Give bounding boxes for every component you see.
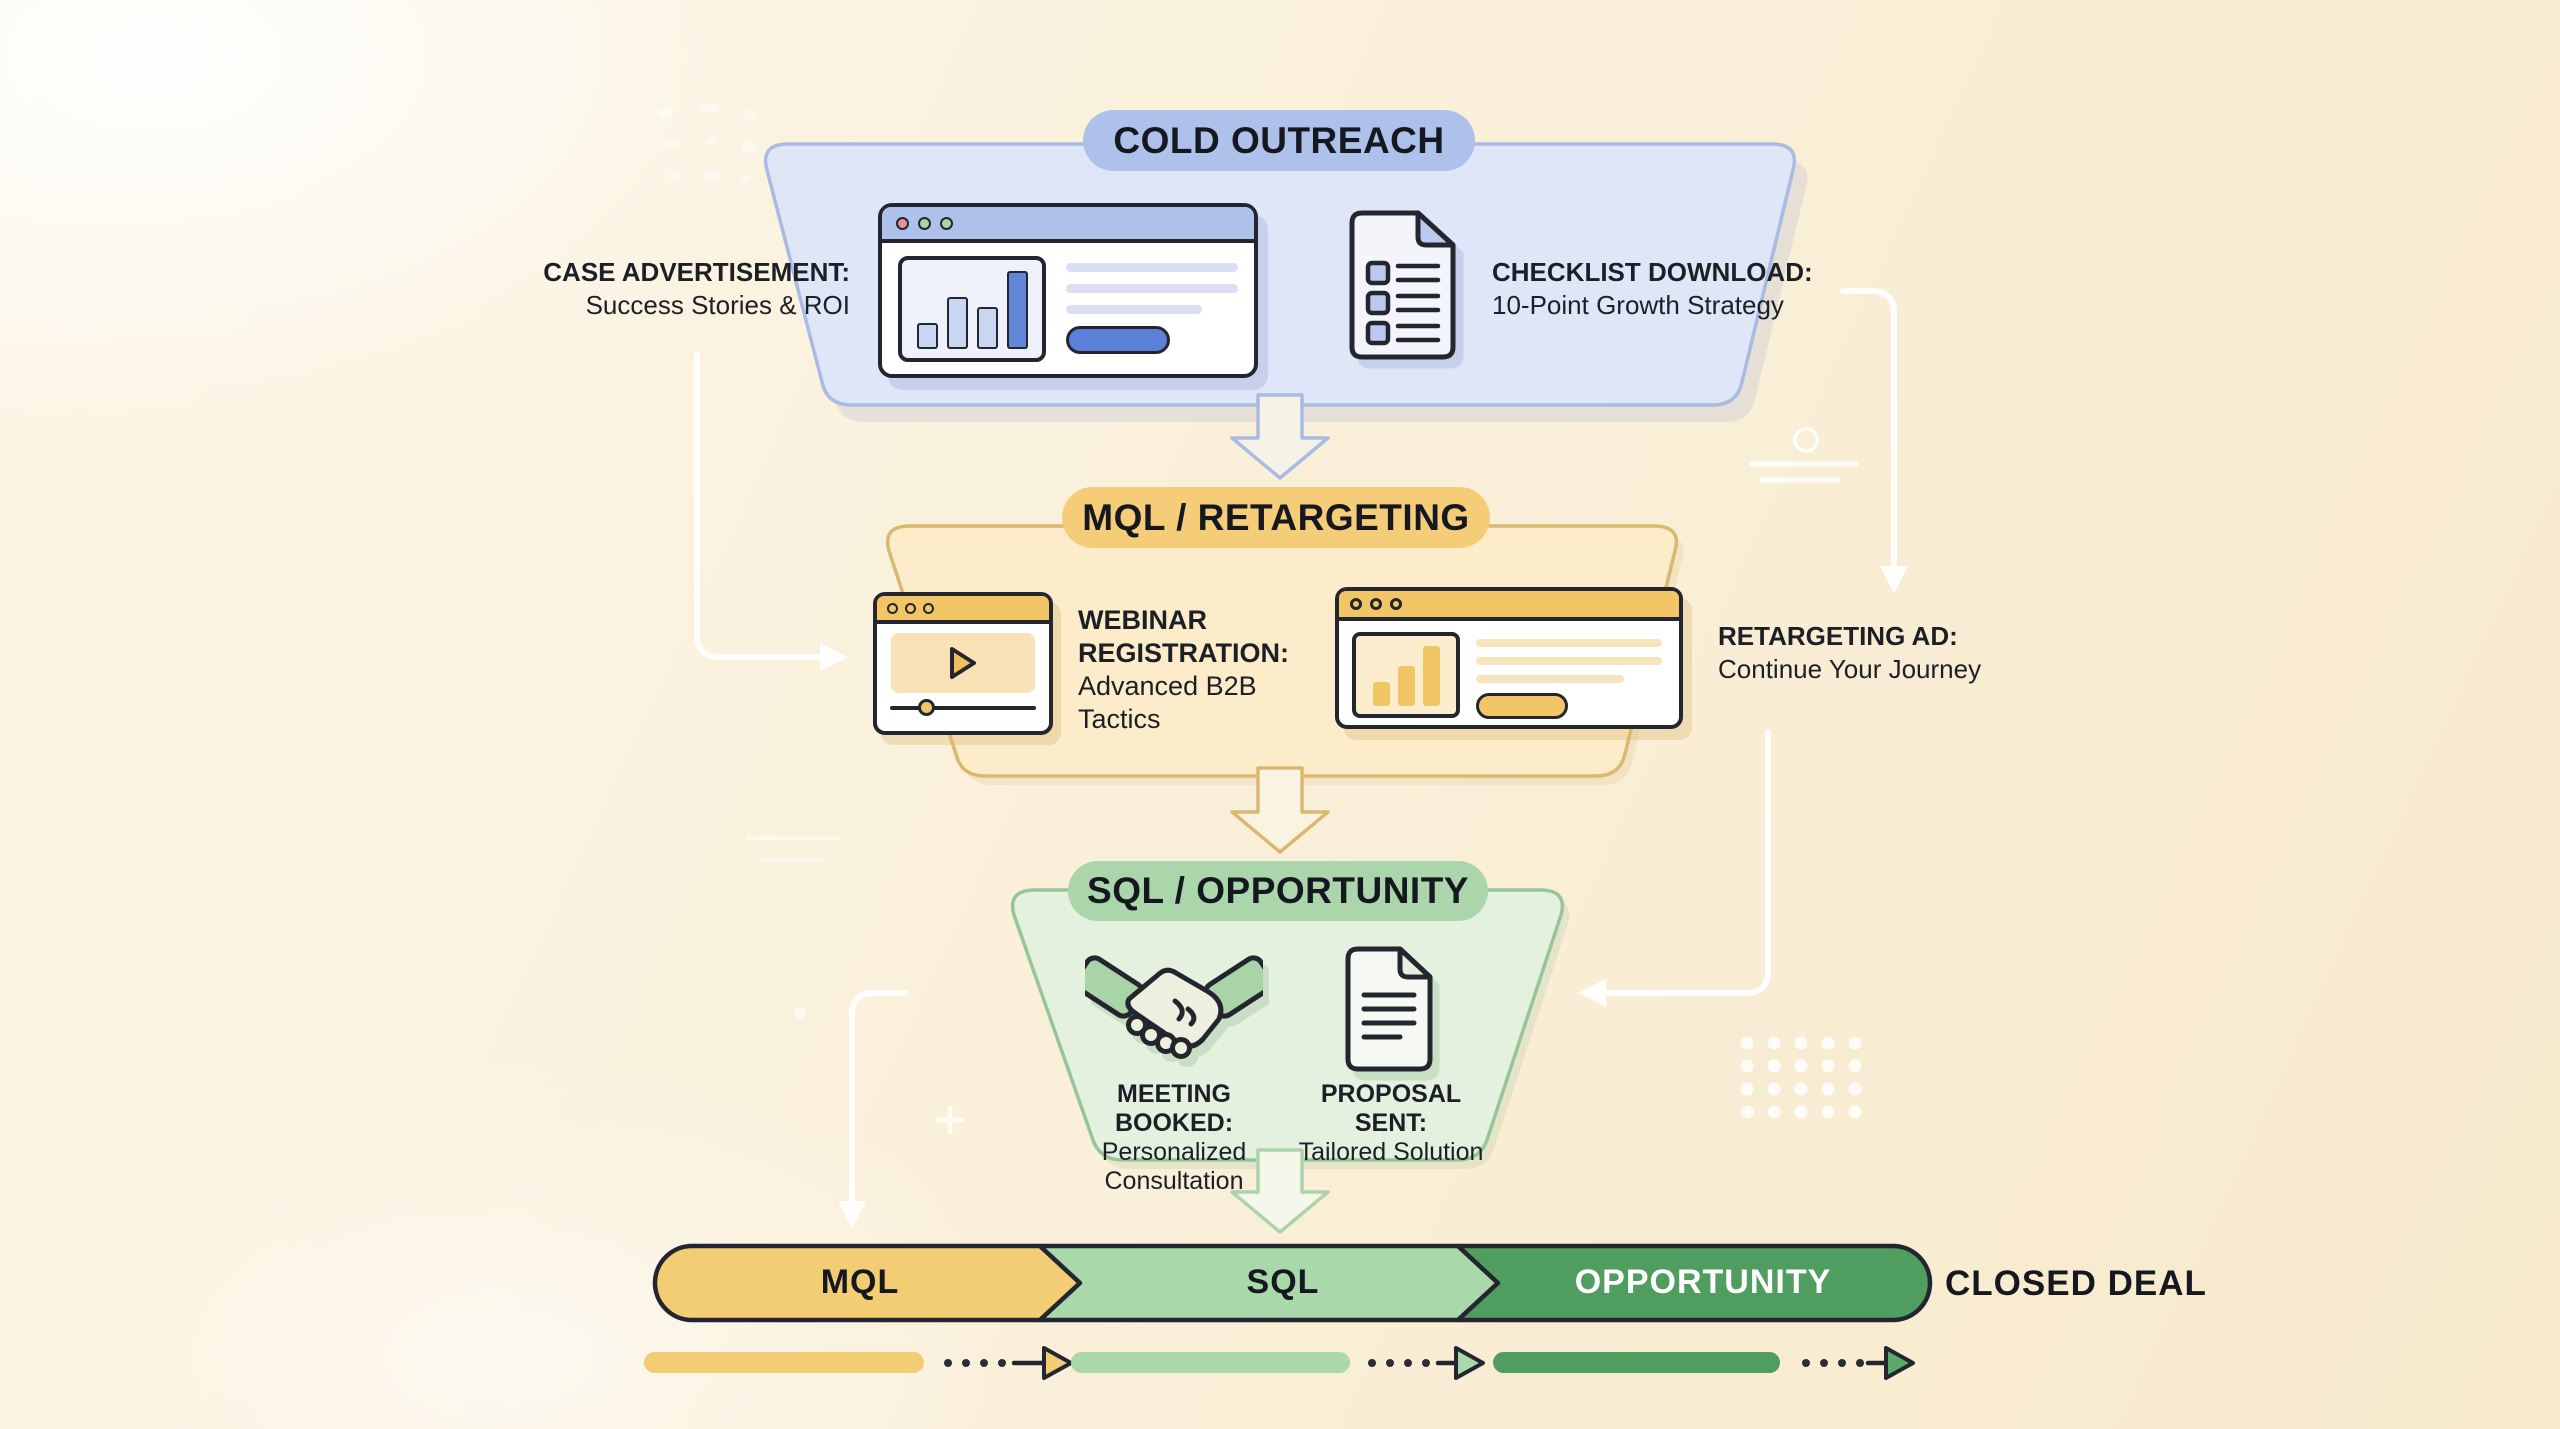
proposal-document-icon <box>1345 946 1433 1072</box>
bar-chart-icon <box>898 256 1046 362</box>
ad-browser-mockup-icon <box>878 203 1258 378</box>
browser-content <box>882 243 1254 362</box>
progress-bar-mql <box>644 1352 924 1373</box>
stage-mql-title: MQL / RETARGETING <box>1062 487 1490 548</box>
pipeline-label-closed-deal: CLOSED DEAL <box>1945 1264 2207 1303</box>
decor-circle-icon <box>1793 427 1819 453</box>
meeting-booked-label: MEETING BOOKED: Personalized Consultatio… <box>1056 1080 1292 1196</box>
window-dot-green-icon <box>940 216 953 230</box>
flow-arrow-sql-to-pipeline <box>1230 1148 1330 1234</box>
browser-content <box>1339 621 1679 719</box>
connector-arrowhead-down <box>838 1201 866 1229</box>
pipeline-label-mql: MQL <box>820 1263 900 1301</box>
connector-arrowhead-right <box>820 643 848 671</box>
decor-dot <box>794 1007 806 1019</box>
connector-arrowhead-down <box>1880 566 1908 594</box>
proposal-sent-label: PROPOSAL SENT: Tailored Solution <box>1286 1080 1496 1167</box>
proposal-sent-title: PROPOSAL SENT: <box>1320 1080 1462 1137</box>
retargeting-ad-title: RETARGETING AD: <box>1718 621 1958 651</box>
proposal-sent-subtitle: Tailored Solution <box>1298 1138 1484 1166</box>
case-advertisement-subtitle: Success Stories & ROI <box>585 290 850 320</box>
player-titlebar <box>877 596 1049 624</box>
progress-bar-sql <box>1071 1352 1350 1373</box>
window-dot-outline-icon <box>887 602 898 614</box>
webinar-registration-label: WEBINAR REGISTRATION: Advanced B2B Tacti… <box>1078 604 1306 736</box>
stage-sql-title: SQL / OPPORTUNITY <box>1068 861 1488 921</box>
progress-arrow-opportunity <box>1884 1346 1915 1380</box>
window-dot-red-icon <box>896 216 909 230</box>
video-progress-bar <box>890 699 1036 716</box>
progress-arrow-sql <box>1454 1346 1485 1380</box>
stage-sql-funnel-shape <box>1010 888 1565 1162</box>
browser-titlebar <box>1339 591 1679 621</box>
pipeline-progress-row <box>644 1346 1915 1380</box>
decor-noise-top-left <box>658 104 758 182</box>
ad-copy-lines <box>1066 256 1238 362</box>
stage-cold-title: COLD OUTREACH <box>1083 110 1475 171</box>
webinar-registration-subtitle: Advanced B2B Tactics <box>1078 671 1257 734</box>
progress-bar-opportunity <box>1493 1352 1780 1373</box>
window-dot-outline-icon <box>1350 598 1362 610</box>
decor-dot-grid <box>1740 1036 1862 1119</box>
meeting-booked-title: MEETING BOOKED: <box>1114 1080 1234 1137</box>
checklist-document-icon <box>1349 210 1456 360</box>
decor-plus-icon <box>935 1105 965 1135</box>
window-dot-outline-icon <box>1390 598 1402 610</box>
video-progress-knob <box>918 699 935 716</box>
video-area <box>891 633 1035 693</box>
meeting-booked-subtitle: Personalized Consultation <box>1101 1138 1247 1195</box>
pipeline-label-opportunity: OPPORTUNITY <box>1574 1263 1832 1301</box>
decor-streaks-left <box>745 835 841 863</box>
retargeting-ad-subtitle: Continue Your Journey <box>1718 654 1982 684</box>
cta-button-shape <box>1066 326 1170 354</box>
webinar-registration-title: WEBINAR REGISTRATION: <box>1078 605 1289 668</box>
window-dot-outline-icon <box>923 602 934 614</box>
flow-arrow-mql-to-sql <box>1230 766 1330 854</box>
checklist-download-title: CHECKLIST DOWNLOAD: <box>1492 257 1813 287</box>
progress-arrow-mql <box>1042 1346 1073 1380</box>
connector-case-ad-to-webinar <box>694 352 823 660</box>
pipeline-segment-mql <box>652 1243 1083 1323</box>
ad-copy-lines <box>1476 632 1662 719</box>
case-advertisement-label: CASE ADVERTISEMENT: Success Stories & RO… <box>520 256 850 322</box>
handshake-icon <box>1085 955 1263 1059</box>
connector-retargeting-to-sql <box>1601 729 1771 996</box>
checklist-download-subtitle: 10-Point Growth Strategy <box>1492 290 1784 320</box>
flow-arrow-cold-to-mql <box>1230 393 1330 480</box>
retargeting-browser-mockup-icon <box>1335 587 1683 729</box>
pipeline-label-sql: SQL <box>1246 1263 1320 1301</box>
checklist-download-label: CHECKLIST DOWNLOAD: 10-Point Growth Stra… <box>1492 256 1922 322</box>
window-dot-green-icon <box>918 216 931 230</box>
connector-sql-to-mql-bar <box>849 990 908 1206</box>
window-dot-outline-icon <box>905 602 916 614</box>
retargeting-ad-label: RETARGETING AD: Continue Your Journey <box>1718 620 2058 686</box>
case-advertisement-title: CASE ADVERTISEMENT: <box>543 257 850 287</box>
browser-titlebar <box>882 207 1254 243</box>
connector-checklist-to-retargeting <box>1840 288 1897 571</box>
connector-arrowhead-left <box>1578 979 1606 1007</box>
play-icon <box>950 647 976 679</box>
window-dot-outline-icon <box>1370 598 1382 610</box>
decor-lines-right <box>1749 461 1859 483</box>
cta-button-shape <box>1476 693 1568 719</box>
webinar-player-icon <box>873 592 1053 735</box>
bar-chart-icon <box>1352 632 1460 718</box>
pipeline-segment-opportunity <box>1455 1243 1933 1323</box>
